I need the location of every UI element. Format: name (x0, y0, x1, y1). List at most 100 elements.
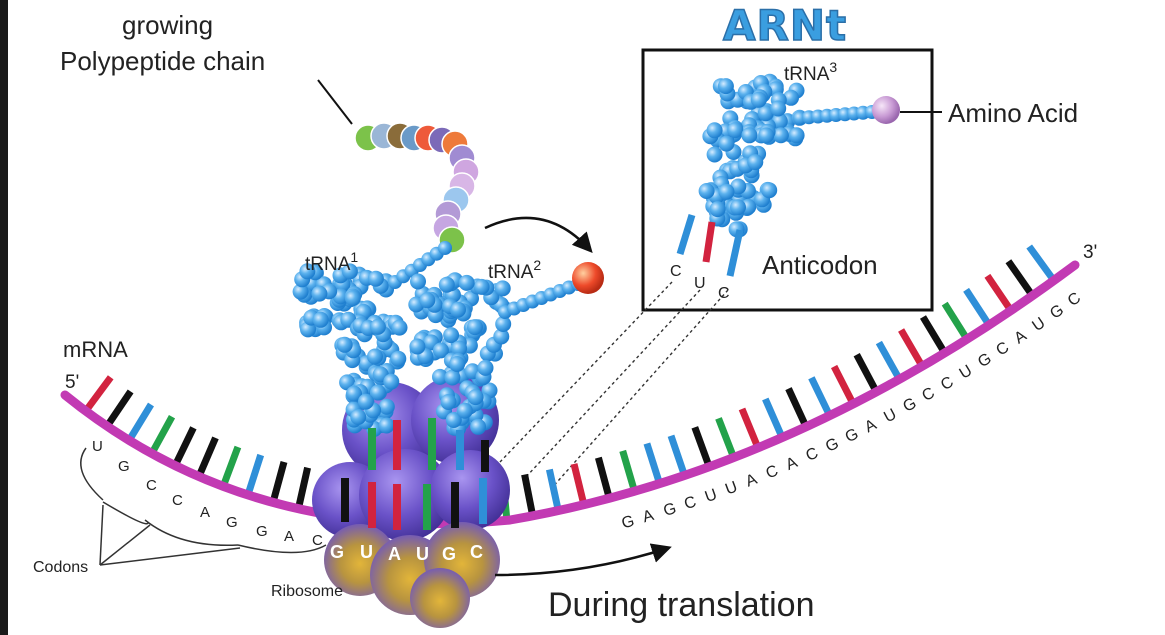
trna-bead (438, 241, 452, 255)
mrna-base (294, 466, 312, 510)
title-arnt: ARNt (723, 1, 847, 50)
mrna-letter: U (1029, 315, 1048, 336)
mrna-letter-ribosome: A (388, 544, 401, 564)
mrna-letter-ribosome: U (360, 542, 373, 562)
polypeptide-chain (354, 122, 480, 254)
mrna-base (963, 287, 993, 327)
trna-bead (341, 263, 358, 280)
trna-bead (495, 316, 512, 332)
trna-bead (292, 283, 309, 300)
trna-bead (741, 127, 758, 144)
label-polypeptide-chain: Polypeptide chain (60, 46, 265, 76)
mrna-letter: U (703, 486, 720, 506)
trna-bead (409, 338, 426, 355)
mrna-base (738, 407, 762, 450)
mrna-letter: G (1047, 302, 1067, 323)
trna-bead (718, 183, 735, 200)
amino-acid-trna2 (572, 262, 604, 294)
trna-bead (369, 318, 386, 335)
mrna-letter: U (881, 406, 899, 426)
trna-bead (445, 412, 462, 428)
mrna-base (521, 473, 537, 517)
trna-bead (467, 389, 484, 406)
label-mrna: mRNA (63, 337, 128, 362)
mrna-letter-ribosome: G (330, 542, 344, 562)
mrna-base (1026, 244, 1057, 283)
mrna-letter: C (938, 374, 957, 395)
transfer-arrow (484, 216, 593, 253)
mrna-base (762, 397, 786, 439)
mrna-letter: A (1011, 327, 1030, 347)
mrna-base (643, 442, 663, 485)
label-trna2: tRNA2 (488, 257, 541, 283)
mrna-base (104, 389, 134, 429)
amino-acid-trna3 (872, 96, 900, 124)
anticodon-letter-1: C (670, 263, 682, 280)
mrna-letter-ribosome: C (470, 542, 483, 562)
trna-bead (299, 263, 316, 280)
mrna-letter: G (900, 395, 919, 416)
codon-brackets (80, 447, 327, 566)
trna-bead (698, 183, 715, 199)
trna-bead (390, 350, 407, 367)
mrna-letter: C (312, 532, 323, 549)
label-anticodon: Anticodon (762, 250, 878, 280)
trna-bead (709, 201, 726, 218)
trna-bead (312, 311, 329, 328)
trna-bead (432, 368, 448, 385)
trna-bead (432, 342, 449, 359)
mrna-base (691, 426, 713, 468)
trna-bead (788, 127, 805, 144)
mrna-base (875, 340, 903, 381)
mrna-base (619, 449, 638, 493)
mrna-base (853, 353, 880, 394)
mrna-letter: G (662, 500, 679, 520)
trna-bead (419, 292, 436, 309)
trna-bead (344, 290, 361, 307)
mrna-letter: G (620, 513, 636, 533)
trna-bead (456, 402, 473, 419)
mrna-letter: A (743, 471, 759, 491)
trna-bead (440, 394, 457, 410)
label-trna1: tRNA1 (305, 249, 358, 275)
trna-bead (494, 280, 511, 297)
trna-bead (467, 319, 483, 336)
mrna-letter: G (975, 350, 995, 371)
mrna-letter: C (919, 384, 937, 404)
mrna-base (148, 415, 176, 456)
trna-bead (783, 89, 799, 106)
mrna-base (808, 376, 833, 418)
mrna-letter: A (284, 528, 294, 545)
trna-bead (706, 146, 723, 163)
mrna-base (195, 436, 219, 478)
trna-bead (727, 122, 744, 139)
mrna-letter: G (256, 523, 268, 540)
label-five-prime: 5' (65, 372, 79, 393)
mrna-letter: A (200, 504, 210, 521)
mrna-letter-ribosome: G (442, 544, 456, 564)
trna-bead (458, 274, 475, 291)
mrna-letter: A (784, 454, 801, 474)
mrna-letter: C (803, 445, 821, 465)
trna-bead (750, 91, 767, 108)
anticodon-letter-3: C (718, 285, 730, 302)
mrna-letter: C (993, 339, 1012, 360)
trna-bead (730, 199, 746, 216)
translation-direction-arrow (494, 543, 672, 577)
mrna-base (244, 453, 265, 497)
trna-bead (718, 135, 735, 152)
trna-bead (770, 100, 787, 117)
trna3-inset-box (641, 48, 934, 312)
mrna-letter: C (682, 493, 698, 513)
trna-bead (761, 182, 778, 199)
mrna-letter: U (957, 362, 976, 383)
trna-bead (757, 105, 774, 122)
mrna-letter: C (764, 462, 781, 482)
mrna-base (785, 387, 810, 429)
mrna-base (715, 417, 737, 459)
mrna-letter: A (641, 507, 656, 526)
mrna-base (570, 463, 588, 506)
mrna-letter: A (862, 416, 880, 436)
trna-bead (357, 393, 374, 410)
